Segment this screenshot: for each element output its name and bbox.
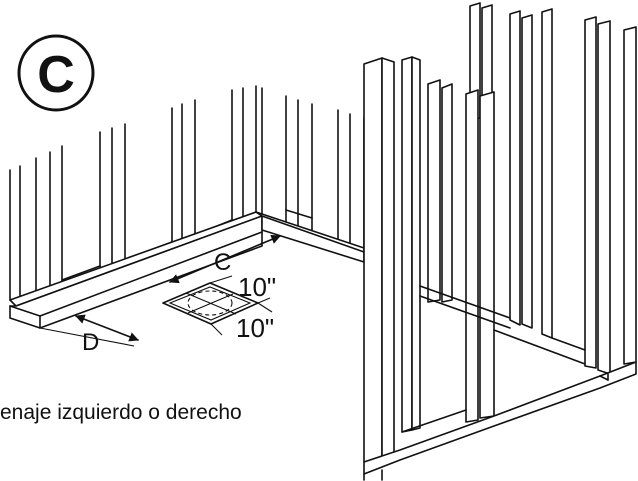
step-badge-label: C: [37, 46, 75, 104]
dimension-d-label: D: [82, 329, 99, 356]
dimension-c: C: [169, 234, 281, 284]
dimension-width-label: 10": [238, 272, 276, 302]
back-left-wall: [9, 85, 257, 301]
dimension-d: D: [39, 314, 139, 356]
drain-opening: [162, 282, 259, 325]
dimension-depth-10: 10": [210, 302, 274, 343]
caption-text: enaje izquierdo o derecho: [0, 401, 242, 424]
dimension-depth-label: 10": [236, 313, 274, 343]
right-wall: [363, 2, 637, 481]
dimension-c-label: C: [214, 249, 231, 276]
dimension-width-10: 10": [209, 272, 276, 304]
bottom-plate-back-right: [255, 211, 365, 263]
step-badge: C: [17, 34, 95, 112]
